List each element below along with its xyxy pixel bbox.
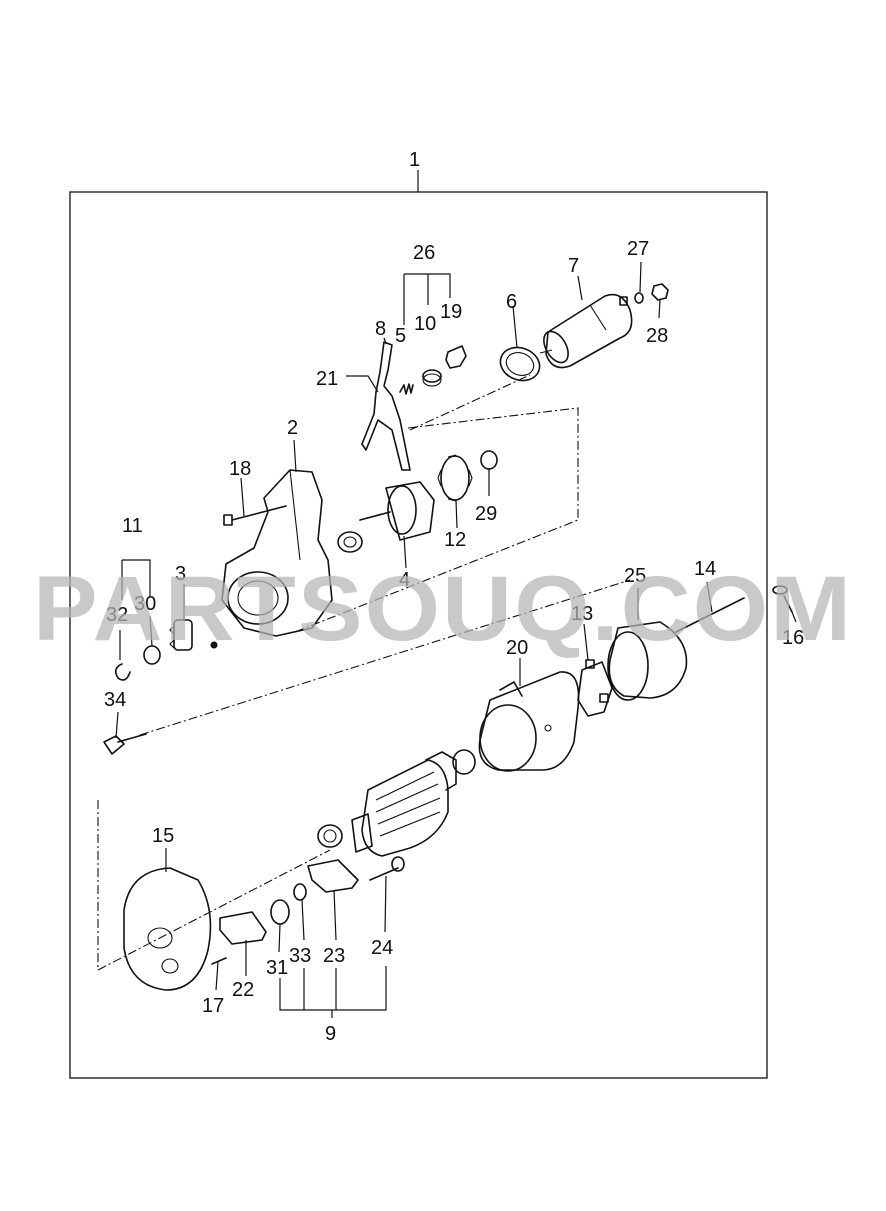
screw-17 — [211, 957, 227, 965]
through-bolt-14 — [675, 597, 745, 633]
shift-lever-8 — [361, 341, 411, 471]
spring-10 — [422, 369, 442, 387]
callout-18: 18 — [229, 458, 251, 480]
alignment-lines — [97, 374, 631, 971]
callout-7: 7 — [568, 255, 579, 277]
callout-33: 33 — [289, 945, 311, 967]
snap-ring-32 — [114, 663, 131, 681]
washer-29 — [480, 450, 498, 470]
cap-23 — [307, 859, 359, 893]
callout-labels: 1 26 7 27 6 8 5 10 19 28 21 2 18 29 11 1… — [104, 149, 804, 1045]
bolt-34 — [103, 733, 147, 755]
pinion-gear-3 — [169, 619, 218, 651]
callout-25: 25 — [624, 565, 646, 587]
drive-clutch-4 — [337, 481, 435, 553]
callout-30: 30 — [134, 593, 156, 615]
callout-4: 4 — [399, 569, 410, 591]
callout-13: 13 — [571, 603, 593, 625]
bearing-rear — [452, 749, 476, 775]
plunger-plate-19 — [445, 345, 467, 369]
callout-20: 20 — [506, 637, 528, 659]
gear-12 — [437, 454, 473, 502]
callout-34: 34 — [104, 689, 126, 711]
callout-5: 5 — [395, 325, 406, 347]
callout-15: 15 — [152, 825, 174, 847]
gasket-6 — [499, 346, 541, 382]
callout-28: 28 — [646, 325, 668, 347]
callout-32: 32 — [106, 604, 128, 626]
front-housing-2 — [221, 469, 333, 637]
screw-16 — [772, 585, 793, 613]
o-ring-31 — [270, 899, 290, 925]
callout-1: 1 — [409, 149, 420, 171]
callout-3: 3 — [175, 563, 186, 585]
callout-29: 29 — [475, 503, 497, 525]
leader-lines — [115, 261, 797, 1018]
callout-31: 31 — [266, 957, 288, 979]
callout-24: 24 — [371, 937, 393, 959]
spring-5 — [399, 383, 414, 395]
nut-28 — [651, 283, 669, 301]
callout-10: 10 — [414, 313, 436, 335]
callout-14: 14 — [694, 558, 716, 580]
callout-22: 22 — [232, 979, 254, 1001]
callout-17: 17 — [202, 995, 224, 1017]
callout-26: 26 — [413, 242, 435, 264]
bolt-24 — [369, 856, 405, 881]
callout-11: 11 — [122, 515, 143, 537]
washer-33 — [293, 883, 307, 901]
plate-22 — [219, 911, 267, 945]
brush-holder-13 — [577, 659, 613, 717]
callout-16: 16 — [782, 627, 804, 649]
callout-9: 9 — [325, 1023, 336, 1045]
callout-23: 23 — [323, 945, 345, 967]
bolt-18 — [223, 505, 287, 526]
callout-27: 27 — [627, 238, 649, 260]
callout-2: 2 — [287, 417, 298, 439]
washer-27 — [634, 292, 644, 304]
callout-19: 19 — [440, 301, 462, 323]
solenoid-switch — [539, 293, 633, 369]
callout-12: 12 — [444, 529, 466, 551]
rear-housing-15 — [123, 867, 212, 991]
yoke-assembly-20 — [478, 671, 580, 772]
callout-6: 6 — [506, 291, 517, 313]
rear-cover-25 — [607, 621, 688, 701]
armature — [317, 751, 457, 857]
callout-21: 21 — [316, 368, 338, 390]
callout-8: 8 — [375, 318, 386, 340]
watermark: PARTSOUQ.COM — [33, 558, 853, 660]
